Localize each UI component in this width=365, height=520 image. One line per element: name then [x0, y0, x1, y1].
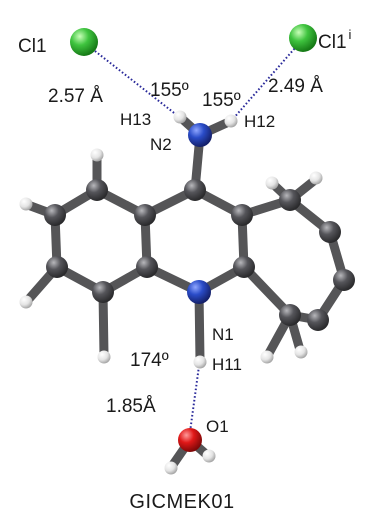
label-h12: H12	[244, 112, 275, 131]
hbond-h11-o1	[189, 365, 200, 433]
label-angle-left: 155º	[150, 80, 189, 101]
hbond-cl1i-h12	[231, 39, 303, 121]
hbond-cl1-h13	[85, 43, 179, 117]
label-n2: N2	[150, 135, 172, 154]
label-distance-right: 2.49 Å	[268, 76, 323, 97]
hydrogen-atom-h13	[173, 110, 187, 124]
carbon-atom	[134, 204, 156, 226]
label-cl1-right-superscript: i	[349, 27, 352, 42]
carbon-atom	[136, 256, 158, 278]
hydrogen-atom	[19, 197, 33, 211]
figure-caption: GICMEK01	[129, 491, 234, 513]
carbon-atom	[46, 256, 68, 278]
label-distance-left: 2.57 Å	[48, 86, 103, 107]
carbon-atom	[184, 179, 206, 201]
label-n1: N1	[212, 325, 234, 344]
oxygen-atom-o1	[178, 428, 202, 452]
carbon-atom	[44, 204, 66, 226]
label-cl1-left: Cl1	[18, 36, 47, 57]
carbon-atom	[279, 304, 301, 326]
carbon-atom	[86, 179, 108, 201]
label-distance-bottom: 1.85Å	[106, 396, 156, 417]
carbon-atom	[319, 221, 341, 243]
hydrogen-bonds	[85, 39, 303, 433]
nitrogen-atom-n2	[188, 123, 212, 147]
hydrogen-atom	[19, 295, 33, 309]
covalent-bonds	[23, 112, 349, 471]
carbon-atom	[279, 189, 301, 211]
carbon-atom	[307, 309, 329, 331]
hydrogen-atom	[265, 176, 279, 190]
bond	[239, 262, 295, 320]
hydrogen-atom	[97, 350, 111, 364]
hydrogen-atom	[260, 350, 274, 364]
hydrogen-atom	[294, 345, 308, 359]
carbon-atom	[231, 204, 253, 226]
hydrogen-atom	[309, 171, 323, 185]
label-o1: O1	[206, 417, 229, 436]
hydrogen-atom	[164, 461, 178, 475]
label-angle-bottom: 174º	[130, 350, 169, 371]
carbon-atom	[233, 256, 255, 278]
label-h13: H13	[120, 110, 151, 129]
nitrogen-atom-n1	[187, 280, 211, 304]
chlorine-atom-cl1i	[289, 24, 317, 52]
hydrogen-atom	[90, 148, 104, 162]
atoms	[19, 24, 355, 475]
hydrogen-atom-h12	[224, 114, 238, 128]
hydrogen-atom-h11	[193, 355, 207, 369]
hydrogen-atom	[202, 449, 216, 463]
label-h11: H11	[212, 355, 242, 374]
carbon-atom	[92, 281, 114, 303]
carbon-atom	[333, 269, 355, 291]
chlorine-atom-cl1	[70, 28, 98, 56]
label-angle-right: 155º	[202, 90, 241, 111]
